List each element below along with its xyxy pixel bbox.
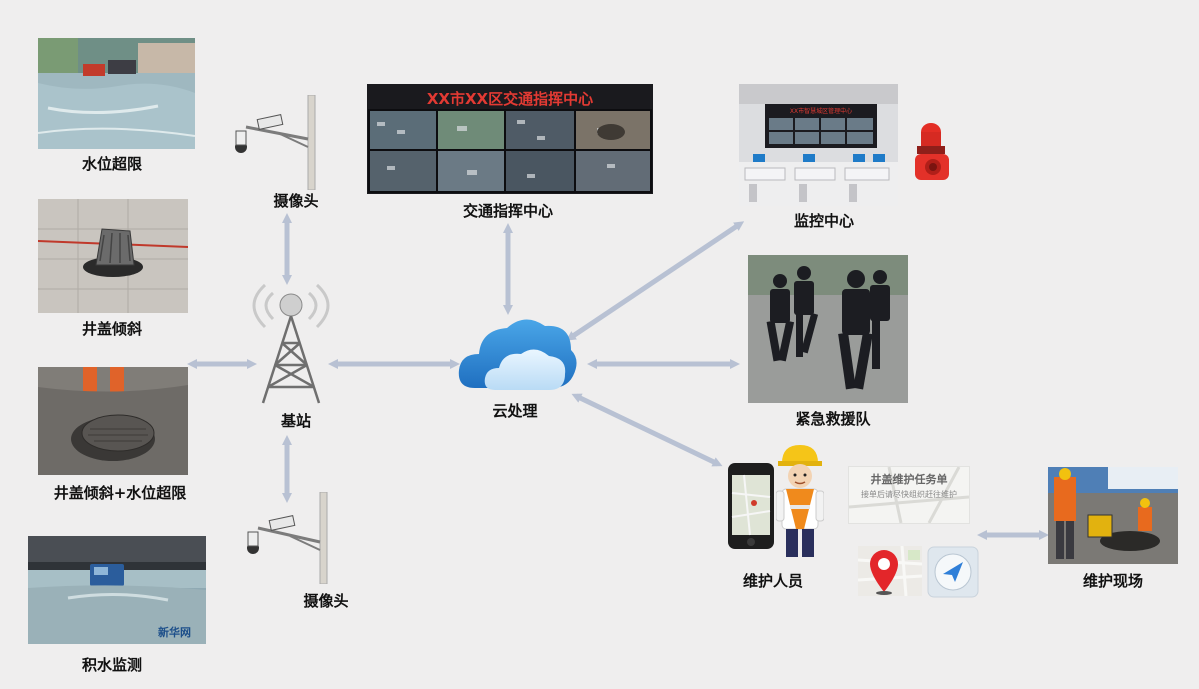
arrow-monitor-cloud [570, 224, 740, 338]
alarm-siren-icon [911, 122, 953, 182]
label-water-level: 水位超限 [82, 153, 142, 174]
rescue-team-photo [748, 255, 908, 403]
traffic-screen-title: XX市XX区交通指挥中心 [367, 88, 653, 109]
label-traffic-center: 交通指挥中心 [463, 200, 553, 221]
label-cover-tilt: 井盖倾斜 [82, 318, 142, 339]
map-pin-icon [858, 546, 922, 596]
camera-top-icon [228, 95, 323, 190]
watermark: 新华网 [158, 624, 191, 640]
arrow-cloud-staff [576, 396, 718, 464]
monitor-screen-title: XX市智慧城区管理中心 [765, 106, 877, 115]
cover-tilt-photo [38, 199, 188, 313]
label-tilt-and-water: 井盖倾斜+水位超限 [54, 482, 187, 503]
worker-icon [776, 443, 824, 563]
label-monitor-center: 监控中心 [794, 210, 854, 231]
water-level-photo [38, 38, 195, 149]
smartphone-icon [728, 463, 774, 549]
traffic-center-photo: XX市XX区交通指挥中心 [367, 84, 653, 194]
label-camera-bottom: 摄像头 [303, 590, 348, 611]
label-cloud: 云处理 [492, 400, 537, 421]
label-ponding-monitor: 积水监测 [82, 654, 142, 675]
task-card-title: 井盖维护任务单 [849, 471, 969, 487]
monitor-center-photo: XX市智慧城区管理中心 [739, 84, 898, 206]
camera-bottom-icon [238, 492, 333, 584]
tilt-water-photo [38, 367, 188, 475]
label-maintenance-staff: 维护人员 [743, 570, 803, 591]
label-maintenance-site: 维护现场 [1083, 570, 1143, 591]
label-rescue-team: 紧急救援队 [795, 408, 870, 429]
maintenance-site-photo [1048, 467, 1178, 564]
task-card-text: 接单后请尽快组织赶往维护 [849, 489, 969, 500]
cloud-icon [455, 308, 580, 396]
base-station-icon [235, 283, 347, 408]
label-camera-top: 摄像头 [273, 190, 318, 211]
ponding-photo: 新华网 [28, 536, 206, 644]
navigation-icon [927, 546, 979, 598]
label-base-station: 基站 [281, 410, 311, 431]
task-card: 井盖维护任务单 接单后请尽快组织赶往维护 [848, 466, 970, 524]
